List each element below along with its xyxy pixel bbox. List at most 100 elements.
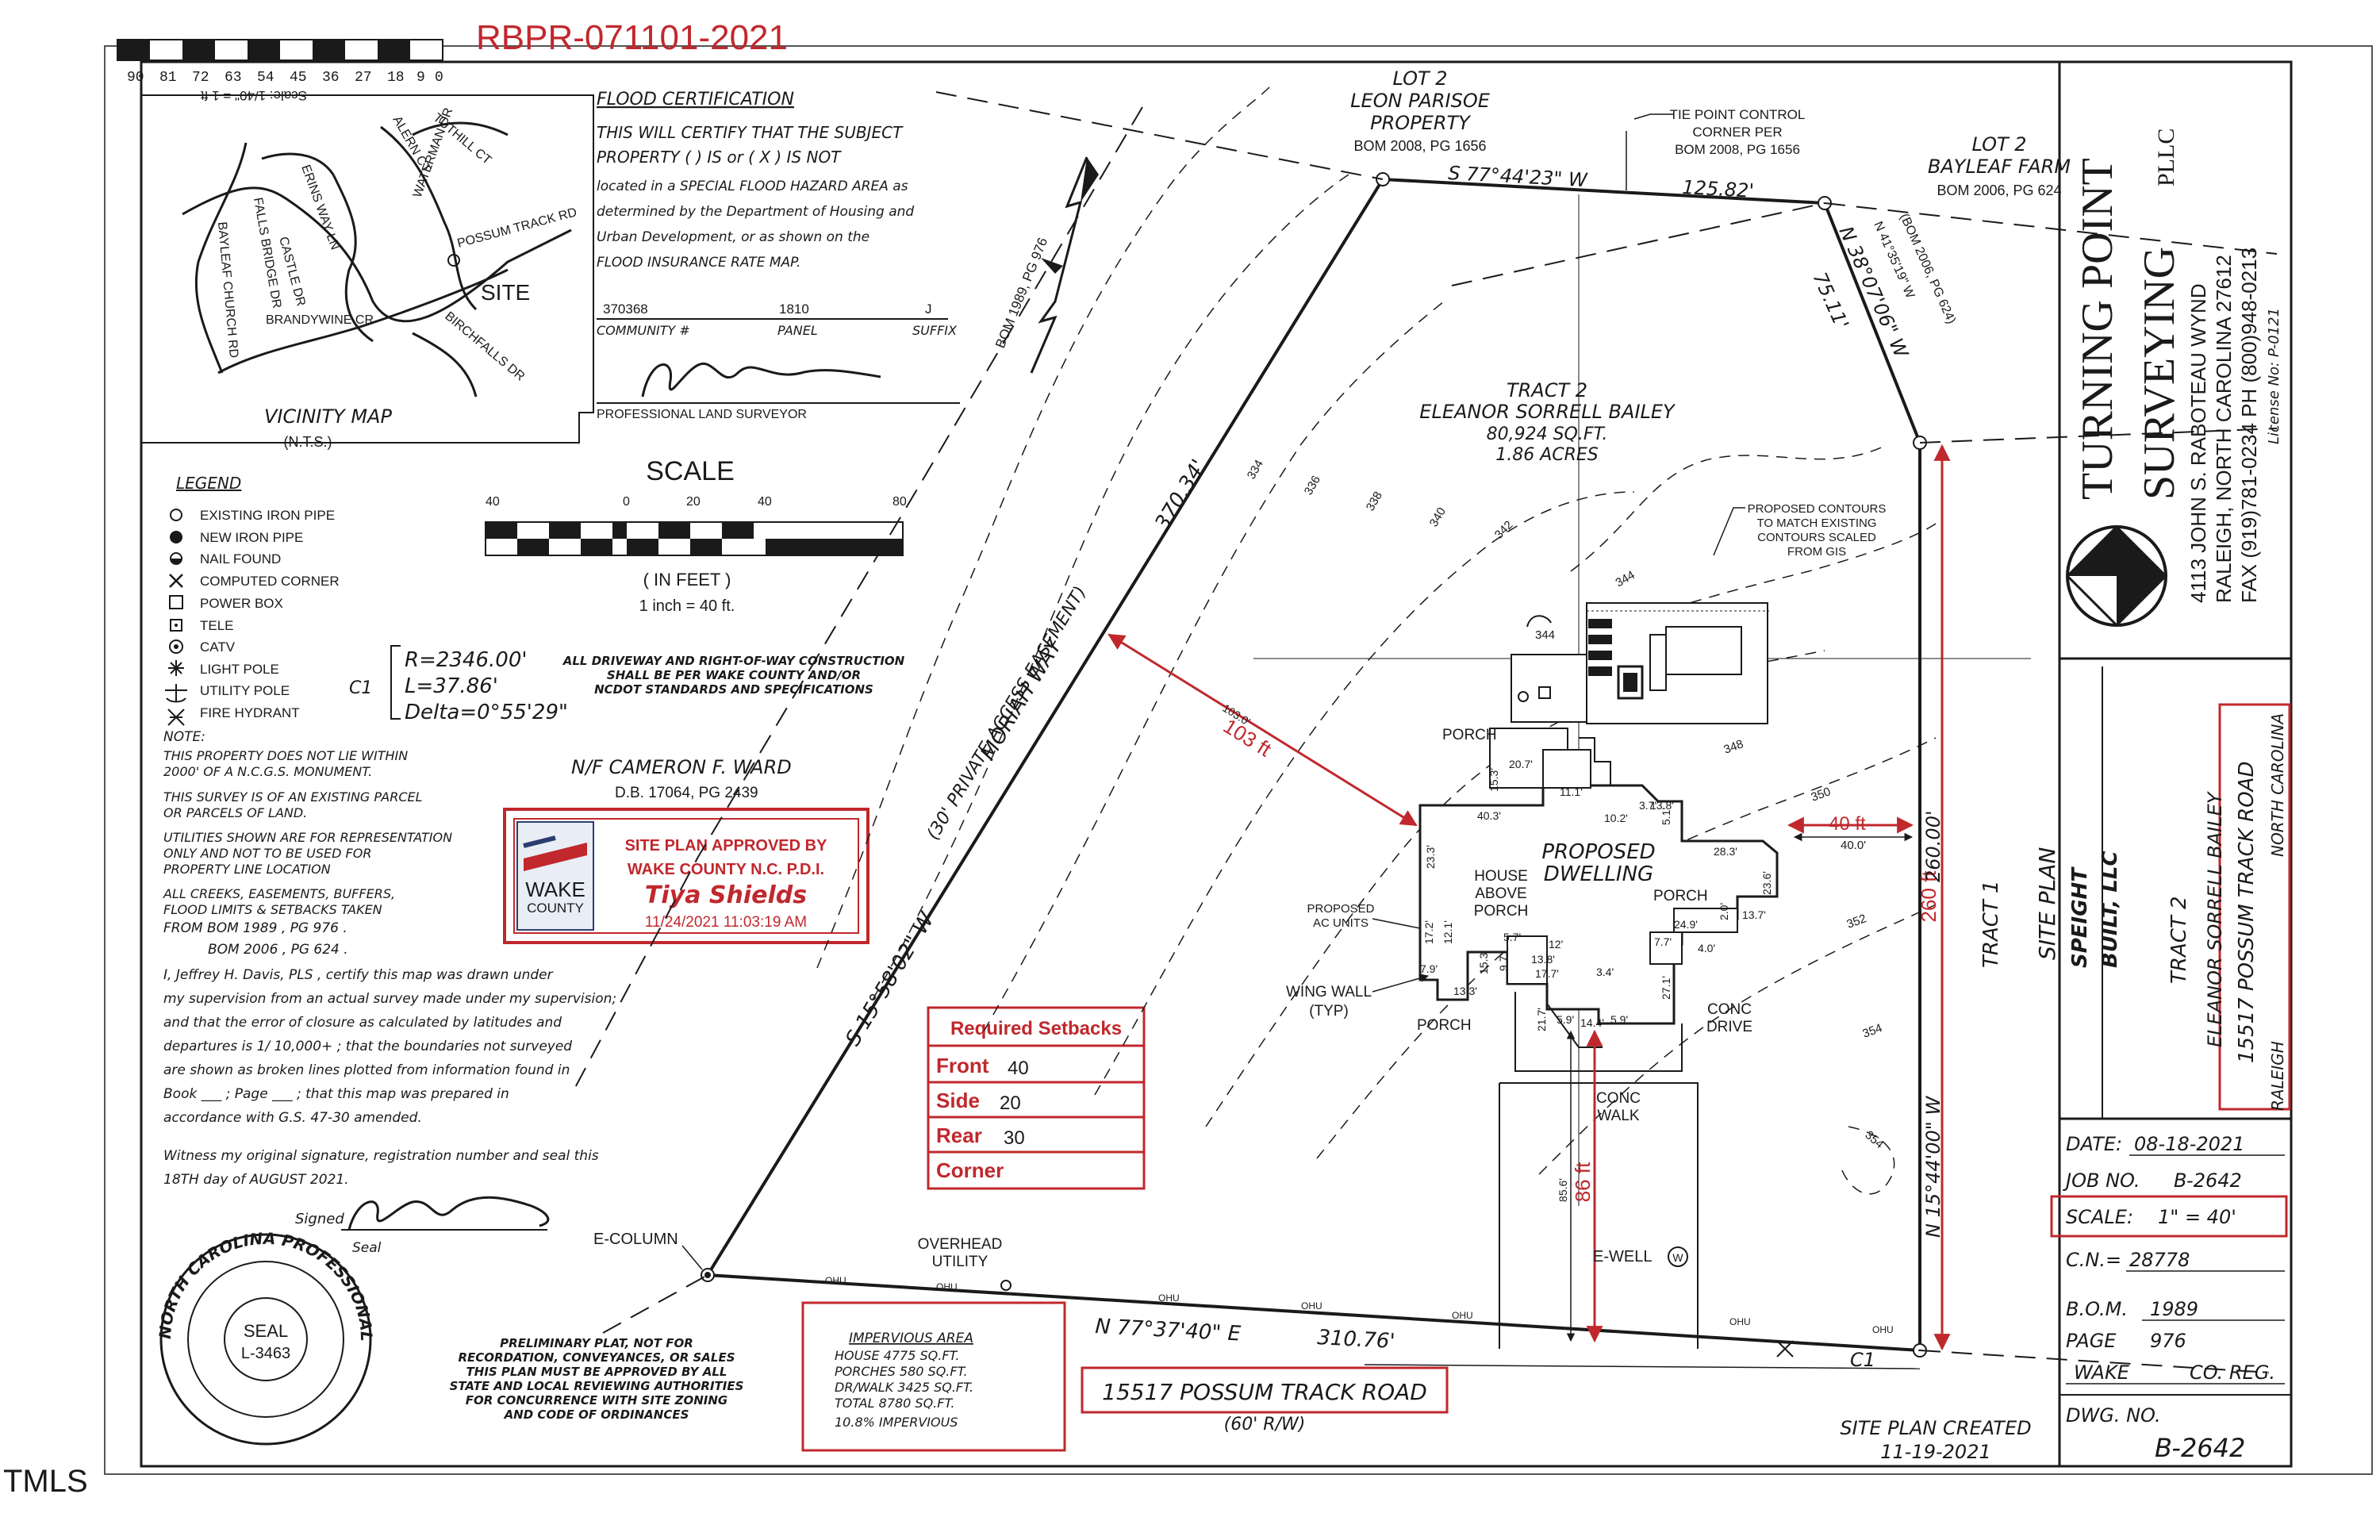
svg-text:21.7': 21.7' [1535, 1008, 1548, 1031]
svg-text:OHU: OHU [1872, 1324, 1894, 1335]
svg-text:27.1': 27.1' [1660, 976, 1672, 1000]
project-tract: TRACT 2 [2167, 896, 2191, 984]
legend-item: TELE [200, 618, 234, 633]
dimension-86-label: 86 ft [1571, 1162, 1595, 1202]
prelim-line: FOR CONCURRENCE WITH SITE ZONING [466, 1393, 728, 1408]
curve-length: L=37.86' [405, 674, 498, 698]
flood-certification: FLOOD CERTIFICATION THIS WILL CERTIFY TH… [597, 90, 960, 421]
legend: LEGEND EXISTING IRON PIPE NEW IRON PIPE … [165, 474, 340, 726]
neighbor-ward-name: N/F CAMERON F. WARD [571, 756, 792, 778]
required-setbacks-table: Required Setbacks Front 40 Side 20 Rear … [927, 1006, 1146, 1190]
svg-text:12.1': 12.1' [1441, 920, 1454, 944]
prelim-line: STATE AND LOCAL REVIEWING AUTHORITIES [450, 1379, 744, 1393]
prelim-line: RECORDATION, CONVEYANCES, OR SALES [458, 1350, 735, 1365]
graphic-scale: SCALE 40 0 20 40 80 ( IN FEET ) 1 inch =… [485, 456, 907, 615]
cn-value: 28778 [2129, 1249, 2190, 1271]
contours-note: CONTOURS SCALED [1757, 531, 1876, 544]
distance-east-label: 260.00' [1922, 810, 1944, 882]
prelim-line: THIS PLAN MUST BE APPROVED BY ALL [466, 1365, 727, 1379]
impervious-row: TOTAL 8780 SQ.FT. [835, 1396, 954, 1411]
lot2-leon-label: PROPERTY [1370, 112, 1472, 134]
county-value: WAKE [2074, 1361, 2130, 1384]
svg-text:15.3': 15.3' [1477, 950, 1490, 974]
svg-text:OHU: OHU [1452, 1310, 1473, 1321]
cert-line: my supervision from an actual survey mad… [163, 991, 616, 1007]
svg-text:342: 342 [1492, 518, 1516, 542]
distance-ne-label: 75.11' [1809, 269, 1853, 332]
svg-text:3.7': 3.7' [1639, 799, 1656, 812]
ohu-marks: OHU OHU OHU OHU OHU OHU OHU [825, 1275, 1894, 1335]
svg-text:17.7': 17.7' [1535, 967, 1559, 980]
svg-text:13.8': 13.8' [1531, 953, 1555, 966]
stamp-signature: Tiya Shields [645, 881, 807, 909]
certification-signature [347, 1196, 550, 1231]
light-pole-icon [168, 660, 184, 676]
dimension-86-value: 85.6' [1557, 1178, 1569, 1202]
overhead-utility-label: OVERHEAD [918, 1236, 1003, 1253]
curve-table: C1 R=2346.00' L=37.86' Delta=0°55'29" [349, 645, 568, 724]
svg-text:23.6': 23.6' [1760, 871, 1773, 895]
flood-community: 370368 [603, 301, 648, 317]
svg-text:20.7': 20.7' [1509, 758, 1533, 770]
house-above-porch-label: ABOVE [1475, 885, 1526, 902]
utility-pole-icon [165, 684, 187, 703]
concrete-drive-label: DRIVE [1706, 1019, 1752, 1035]
project-state: NORTH CAROLINA [2268, 713, 2287, 857]
svg-text:13.8': 13.8' [1650, 799, 1674, 812]
lot2-leon-label: BOM 2008, PG 1656 [1353, 138, 1486, 154]
proposed-dwelling-label: DWELLING [1544, 862, 1653, 886]
wing-wall-label: (TYP) [1309, 1003, 1349, 1020]
svg-text:350: 350 [1810, 785, 1833, 805]
svg-text:OHU: OHU [825, 1275, 846, 1286]
driveway-note-line: SHALL BE PER WAKE COUNTY AND/OR [607, 668, 861, 682]
svg-text:24.9': 24.9' [1674, 918, 1698, 931]
company-license: License No: P-0121 [2266, 308, 2282, 444]
scale-ruler: 90 81 72 63 54 45 36 27 18 9 0 Scale: 1/… [117, 39, 443, 103]
project-owner: ELEANOR SORRELL BAILEY [2204, 790, 2226, 1047]
cn-label: C.N.= [2066, 1249, 2121, 1271]
ruler-tick: 72 [192, 70, 209, 86]
wing-wall-label: WING WALL [1286, 984, 1372, 1000]
svg-text:5.9': 5.9' [1610, 1013, 1628, 1026]
impervious-row: PORCHES 580 SQ.FT. [835, 1364, 968, 1379]
lot2-leon-label: LEON PARISOE [1350, 90, 1491, 112]
site-plan-vertical-label: SITE PLAN [2034, 847, 2060, 960]
preliminary-note: PRELIMINARY PLAT, NOT FOR RECORDATION, C… [450, 1336, 744, 1422]
site-plan-created-date: 11-19-2021 [1880, 1441, 1990, 1463]
cert-line: I, Jeffrey H. Davis, PLS , certify this … [163, 967, 554, 983]
flood-community-label: COMMUNITY # [597, 323, 690, 338]
notes: NOTE: THIS PROPERTY DOES NOT LIE WITHIN … [163, 729, 452, 958]
scale-title: SCALE [646, 456, 735, 486]
note-line: ALL CREEKS, EASEMENTS, BUFFERS, [163, 886, 395, 901]
company-suffix: PLLC [2153, 129, 2179, 186]
cert-line: Witness my original signature, registrat… [163, 1148, 599, 1164]
bearing-east-label: N 15°44'00" W [1922, 1096, 1944, 1238]
proposed-ac-label: AC UNITS [1313, 916, 1368, 930]
setback-label: Rear [936, 1123, 982, 1147]
dimension-40-label: 40 ft [1829, 813, 1866, 835]
svg-text:OHU: OHU [1158, 1292, 1180, 1304]
bom-1989-label: BOM 1989, PG 976 [992, 236, 1050, 351]
proposed-dwelling-label: PROPOSED [1541, 840, 1655, 864]
company-logo-icon [2065, 524, 2168, 628]
existing-iron-pipe-icon [170, 509, 182, 521]
neighbor-ward-deed: D.B. 17064, PG 2439 [615, 785, 758, 801]
setback-value: 40 [1008, 1058, 1029, 1079]
note-line: ONLY AND NOT TO BE USED FOR [163, 846, 371, 861]
stamp-line2: WAKE COUNTY N.C. P.D.I. [628, 861, 824, 878]
project-address: 15517 POSSUM TRACK ROAD [2235, 762, 2259, 1063]
vicinity-subtitle: (N.T.S.) [284, 434, 332, 450]
easement-label: (30' PRIVATE ACCESS EASEMENT) [923, 583, 1091, 843]
scale-tick: 40 [758, 495, 772, 509]
ruler-tick: 36 [322, 70, 340, 86]
note-line: OR PARCELS OF LAND. [163, 805, 307, 820]
svg-text:348: 348 [1722, 737, 1745, 757]
svg-text:354: 354 [1862, 1128, 1886, 1151]
vicinity-label: BIRCHFALLS DR [442, 309, 527, 384]
svg-text:5.1': 5.1' [1660, 808, 1672, 825]
scale-label: SCALE: [2066, 1206, 2133, 1228]
cert-line: are shown as broken lines plotted from i… [163, 1062, 570, 1078]
svg-text:338: 338 [1364, 490, 1385, 513]
svg-text:14.4': 14.4' [1580, 1016, 1604, 1029]
setback-label: Corner [936, 1158, 1004, 1182]
